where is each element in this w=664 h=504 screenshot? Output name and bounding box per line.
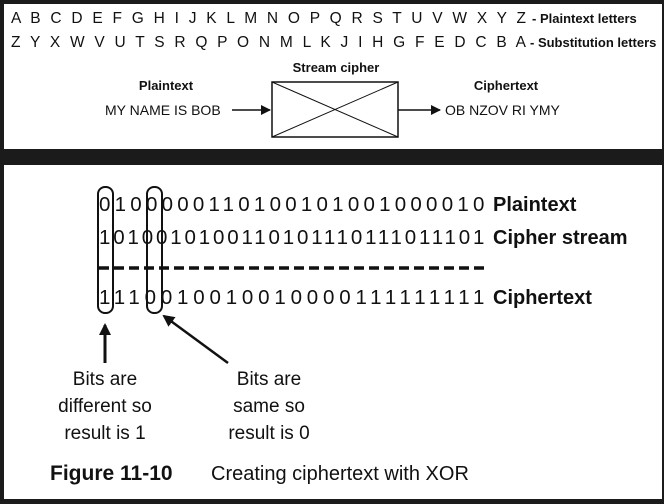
stream-cipher-heading: Stream cipher	[293, 60, 380, 75]
cipher-stream-bits: 1010010100110101110111011101	[99, 226, 485, 249]
cipher-stream-row-label: Cipher stream	[493, 227, 628, 249]
plaintext-letters-row: A B C D E F G H I J K L M N O P Q R S T …	[11, 10, 526, 27]
same-note-line-2: same so	[233, 396, 305, 417]
figure-number: Figure 11-10	[50, 462, 173, 485]
same-note-line-3: result is 0	[228, 423, 309, 444]
ciphertext-heading: Ciphertext	[474, 78, 539, 93]
different-note-line-3: result is 1	[64, 423, 145, 444]
different-bits-note: Bits are different so result is 1	[58, 369, 152, 444]
substitution-letters-label: - Substitution letters	[530, 35, 656, 50]
plaintext-letters-label: - Plaintext letters	[532, 11, 637, 26]
stream-cipher-panel: A B C D E F G H I J K L M N O P Q R S T …	[4, 4, 662, 149]
stream-cipher-svg: A B C D E F G H I J K L M N O P Q R S T …	[11, 10, 656, 138]
same-bits-note: Bits are same so result is 0	[228, 369, 309, 444]
same-bits-arrow	[162, 314, 229, 365]
plaintext-bits: 0100000110100101001000010	[99, 193, 485, 216]
different-note-line-1: Bits are	[73, 369, 137, 390]
ciphertext-row-label: Ciphertext	[493, 287, 592, 309]
same-note-line-1: Bits are	[237, 369, 301, 390]
ciphertext-bits: 1110010010010000111111111	[99, 286, 485, 309]
plaintext-message: MY NAME IS BOB	[105, 102, 221, 118]
figure-caption: Creating ciphertext with XOR	[211, 463, 469, 485]
plaintext-row-label: Plaintext	[493, 194, 577, 216]
xor-svg: 0100000110100101001000010 Plaintext 1010…	[50, 186, 628, 485]
first-bit-column-highlight	[97, 186, 114, 314]
plaintext-heading: Plaintext	[139, 78, 194, 93]
substitution-letters-row: Z Y X W V U T S R Q P O N M L K J I H G …	[11, 34, 527, 51]
stream-cipher-box	[271, 81, 399, 138]
ciphertext-message: OB NZOV RI YMY	[445, 102, 561, 118]
xor-panel: 0100000110100101001000010 Plaintext 1010…	[4, 165, 662, 499]
fourth-bit-column-highlight	[146, 186, 163, 314]
different-note-line-2: different so	[58, 396, 152, 417]
